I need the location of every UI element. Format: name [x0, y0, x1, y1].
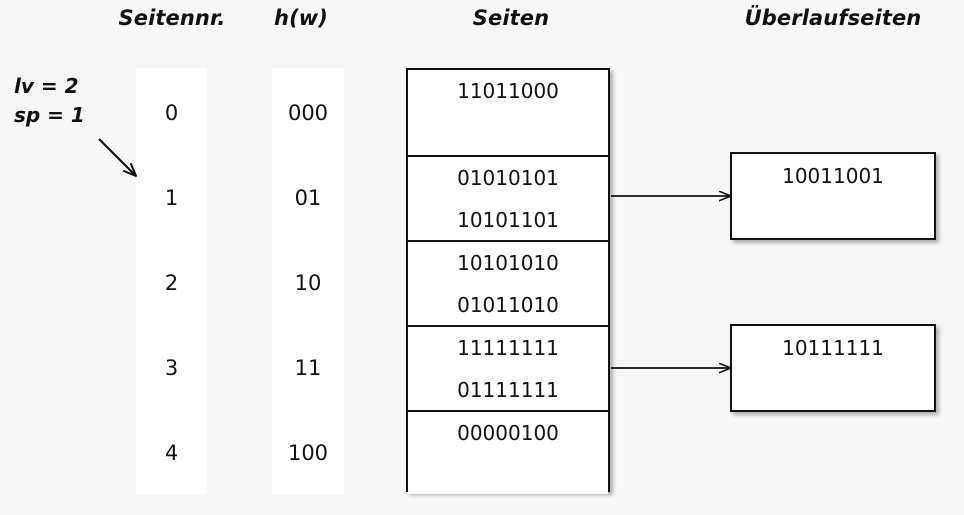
page-entry: 01111111: [457, 378, 559, 402]
page-row: 11011000: [408, 70, 608, 155]
hw-cell: 01: [294, 186, 322, 210]
overflow-page-0: 10011001: [730, 152, 936, 240]
page-row: 01010101 10101101: [408, 155, 608, 240]
seitennr-column-background: [136, 68, 207, 494]
page-row: 00000100: [408, 410, 608, 494]
pages-box: 11011000 01010101 10101101 10101010 01011010…: [406, 68, 610, 494]
seitennr-cell: 4: [164, 441, 179, 465]
seitennr-cell: 2: [164, 271, 179, 295]
page-row: 10101010 01011010: [408, 240, 608, 325]
seitennr-cell: 0: [164, 101, 179, 125]
seitennr-cell: 1: [164, 186, 179, 210]
column-header-ueberlaufseiten: Überlaufseiten: [744, 6, 922, 30]
column-header-hw: h(w): [274, 6, 328, 30]
hw-cell: 000: [287, 101, 329, 125]
page-entry: 11011000: [457, 79, 559, 103]
hw-cell: 100: [287, 441, 329, 465]
page-entry: 01011010: [457, 293, 559, 317]
overflow-page-1: 10111111: [730, 324, 936, 412]
page-entry: 10101010: [457, 251, 559, 275]
page-row: 11111111 01111111: [408, 325, 608, 410]
seitennr-cell: 3: [164, 356, 179, 380]
sp-pointer-arrow: [98, 138, 136, 176]
parameter-sp: sp = 1: [14, 103, 85, 127]
column-header-seitennr: Seitennr.: [118, 6, 226, 30]
column-header-seiten: Seiten: [472, 6, 550, 30]
page-entry: 00000100: [457, 421, 559, 445]
parameter-block: lv = 2 sp = 1: [14, 72, 124, 130]
overflow-entry: 10111111: [782, 336, 884, 360]
hw-column-background: [272, 68, 344, 494]
hw-cell: 11: [294, 356, 322, 380]
page-entry: 10101101: [457, 208, 559, 232]
hw-cell: 10: [294, 271, 322, 295]
page-entry: 01010101: [457, 166, 559, 190]
page-entry: 11111111: [457, 336, 559, 360]
parameter-lv: lv = 2: [14, 74, 79, 98]
overflow-entry: 10011001: [782, 164, 884, 188]
